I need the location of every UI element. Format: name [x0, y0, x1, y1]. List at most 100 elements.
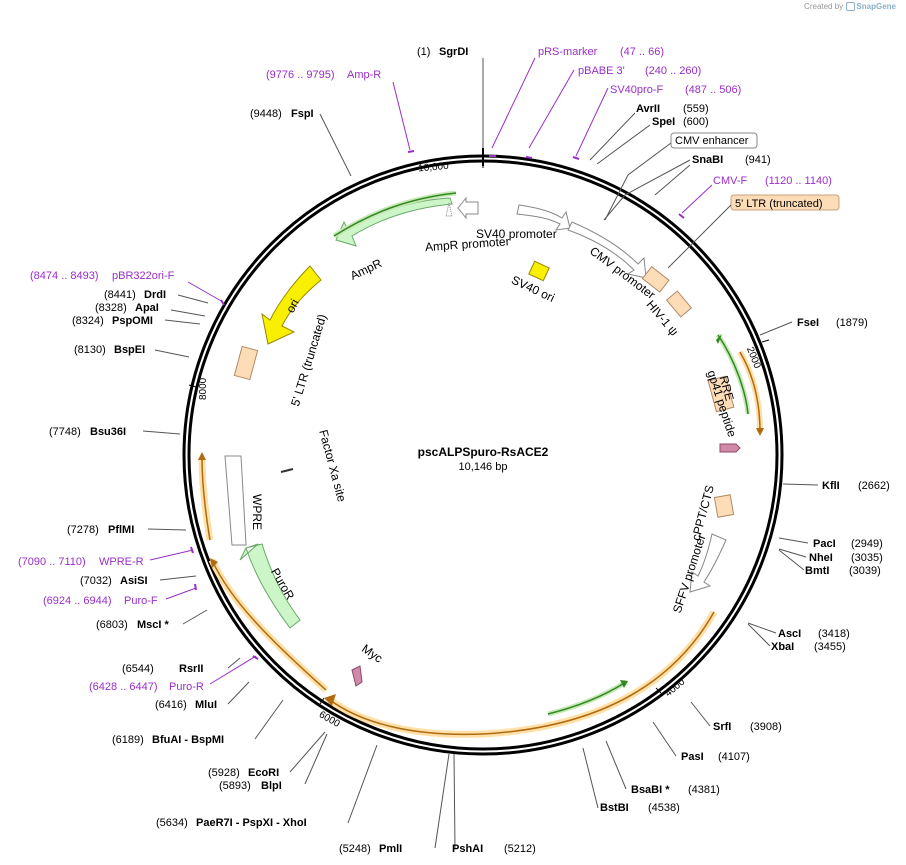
site-name: DrdI — [144, 289, 166, 301]
site-name: PspOMI — [112, 315, 153, 327]
cds-arrowhead — [756, 428, 764, 436]
wpre-feature: WPRE — [224, 455, 264, 546]
primer-range: (487 .. 506) — [685, 84, 741, 96]
cds-arrowhead — [210, 558, 218, 568]
plasmid-name: pscALPSpuro-RsACE2 — [418, 445, 549, 459]
site-pos: (600) — [683, 116, 709, 128]
site-name: NheI — [809, 552, 833, 564]
primer-name: Puro-F — [124, 595, 158, 607]
site-pos: (1) — [417, 46, 430, 58]
site-name: BstBI — [600, 802, 629, 814]
primer-name: Puro-R — [169, 681, 204, 693]
site-pos: (6803) — [96, 619, 128, 631]
primer-range: (6924 .. 6944) — [43, 595, 112, 607]
primer-range: (8474 .. 8493) — [30, 270, 99, 282]
credit-brand: SnapGene — [856, 2, 896, 11]
site-pos: (2662) — [858, 480, 890, 492]
site-pos: (5928) — [208, 767, 240, 779]
site-pos: (9448) — [250, 108, 282, 120]
site-name: PmlI — [379, 843, 402, 855]
tick-label: 4000 — [663, 676, 687, 699]
cds-arrowhead — [324, 694, 336, 706]
primer-range: (6428 .. 6447) — [89, 681, 158, 693]
site-name: XbaI — [771, 641, 794, 653]
primer-marks — [190, 150, 685, 660]
site-name: FspI — [291, 108, 314, 120]
cds-band — [547, 679, 628, 717]
site-pos: (5634) — [156, 817, 188, 829]
site-name: BspEI — [114, 344, 145, 356]
plasmid-size: 10,146 bp — [459, 461, 508, 473]
site-name: EcoRI — [248, 767, 279, 779]
site-pos: (3418) — [818, 628, 850, 640]
primer-name: pBABE 3' — [578, 65, 625, 77]
site-name: BmtI — [805, 565, 829, 577]
site-pos: (8441) — [104, 289, 136, 301]
site-name: MluI — [195, 699, 217, 711]
svg-text:WPRE: WPRE — [250, 494, 264, 530]
svg-text:CMV enhancer: CMV enhancer — [675, 135, 749, 147]
primer-range: (1120 .. 1140) — [765, 175, 832, 187]
site-pos: (8328) — [95, 302, 127, 314]
site-name: SrfI — [713, 721, 731, 733]
cds-line — [329, 611, 715, 736]
site-name: SgrDI — [439, 46, 468, 58]
sffv-feature: SFFV promoter — [670, 533, 727, 615]
primer-name: WPRE-R — [99, 556, 144, 568]
svg-text:Myc: Myc — [359, 641, 385, 665]
site-pos: (3908) — [750, 721, 782, 733]
site-name: Bsu36I — [90, 426, 126, 438]
site-name: PasI — [681, 751, 704, 763]
svg-text:5' LTR (truncated): 5' LTR (truncated) — [288, 313, 329, 408]
svg-text:AmpR: AmpR — [348, 256, 384, 283]
snapgene-logo-icon — [846, 2, 856, 12]
site-name: BsaBI * — [631, 784, 670, 796]
cppt-box — [713, 494, 735, 518]
cds-line — [547, 681, 627, 715]
cds-arrowhead — [716, 334, 722, 344]
svg-text:5' LTR (truncated): 5' LTR (truncated) — [735, 198, 822, 210]
cds-line — [739, 351, 761, 433]
site-name: AsiSI — [120, 575, 148, 587]
site-labels-top: (1) SgrDI AvrII (559) SpeI (600) SnaBI (… — [49, 46, 890, 855]
site-name: FseI — [797, 317, 819, 329]
site-name: PacI — [813, 538, 836, 550]
svg-text:RRE: RRE — [717, 374, 737, 402]
site-pos: (1879) — [836, 317, 868, 329]
myc-feature: Myc — [351, 641, 385, 687]
site-pos: (559) — [683, 103, 709, 115]
site-name: PaeR7I - PspXI - XhoI — [196, 817, 307, 829]
site-name: BlpI — [261, 780, 282, 792]
cds-arrowhead — [198, 452, 206, 460]
primer-name: pRS-marker — [538, 46, 598, 58]
ampr-promoter-feature: AmpR promoter — [425, 196, 510, 254]
site-pos: (5248) — [339, 843, 371, 855]
factor-xa-feature: Factor Xa site — [280, 428, 349, 504]
site-pos: (3035) — [851, 552, 883, 564]
ltr-label: 5' LTR (truncated) — [667, 194, 840, 269]
cmv-enhancer-label: CMV enhancer — [604, 132, 758, 221]
site-pos: (2949) — [851, 538, 883, 550]
site-name: SpeI — [652, 116, 675, 128]
hiv-psi-box — [665, 290, 693, 318]
sv40-promoter-feature: SV40 promoter — [476, 204, 571, 241]
primer-leaders — [149, 57, 713, 685]
site-pos: (8324) — [72, 315, 104, 327]
site-pos: (6189) — [112, 734, 144, 746]
site-name: ApaI — [135, 302, 159, 314]
site-pos: (5893) — [219, 780, 251, 792]
site-pos: (941) — [745, 154, 771, 166]
site-name: KflI — [822, 480, 840, 492]
site-pos: (7748) — [49, 426, 81, 438]
site-name: SnaBI — [692, 154, 723, 166]
svg-text:Factor Xa site: Factor Xa site — [316, 428, 349, 503]
primer-name: Amp-R — [347, 69, 381, 81]
cds-arrowhead — [620, 680, 628, 688]
site-name: AvrII — [636, 103, 660, 115]
cds-line — [333, 192, 457, 237]
site-name: RsrII — [179, 663, 203, 675]
site-leaders — [142, 58, 819, 849]
svg-text:AmpR promoter: AmpR promoter — [425, 234, 510, 254]
ori-feature: ori — [261, 265, 322, 345]
credit-prefix: Created by — [804, 2, 844, 11]
